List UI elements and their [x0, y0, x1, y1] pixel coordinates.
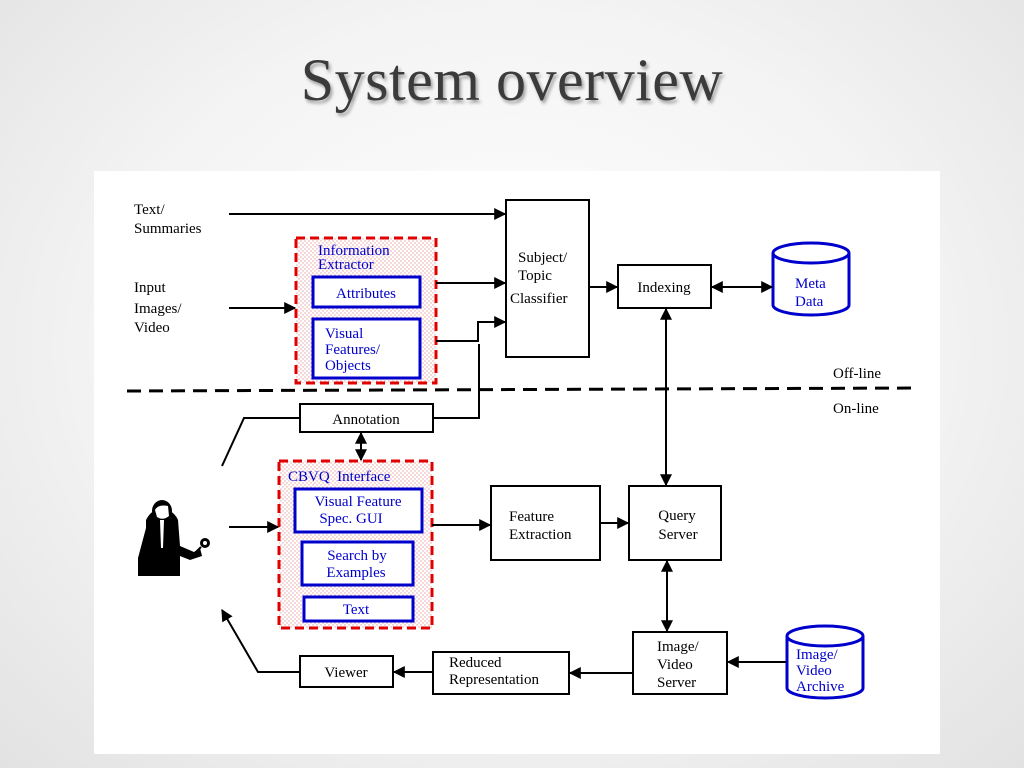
- reduced-representation-box: [432, 651, 570, 695]
- image-video-server-box: [632, 631, 728, 695]
- image-video-archive-cylinder: [785, 624, 865, 700]
- visual-features-line1: Visual: [325, 326, 363, 342]
- text-box: [302, 595, 415, 623]
- offline-label: Off-line: [833, 366, 881, 382]
- diagram-panel: Information Extractor Attributes Visual …: [94, 171, 940, 754]
- offline-online-divider: [126, 386, 916, 393]
- visual-feature-gui-line1: Visual Feature: [315, 494, 402, 510]
- image-video-server-line3: Server: [657, 675, 696, 691]
- visual-feature-gui-line2: Spec. GUI: [319, 511, 382, 527]
- feature-extraction-line2: Extraction: [509, 527, 572, 543]
- query-server-line2: Server: [658, 527, 697, 543]
- online-label: On-line: [833, 401, 879, 417]
- annotation-label: Annotation: [332, 412, 400, 428]
- input-images-line2: Images/: [134, 301, 182, 317]
- image-video-server-line1: Image/: [657, 639, 699, 655]
- classifier-line1: Subject/: [518, 250, 568, 266]
- arrow-viewer-to-user: [221, 608, 300, 673]
- text-summaries-line2: Summaries: [134, 221, 202, 237]
- meta-data-line1: Meta: [795, 276, 826, 292]
- input-images-line1: Input: [134, 280, 166, 296]
- classifier-line3: Classifier: [510, 291, 568, 307]
- line-user-to-annotation: [221, 417, 299, 467]
- attributes-label: Attributes: [336, 286, 396, 302]
- image-video-archive-line3: Archive: [796, 679, 845, 695]
- text-summaries-line1: Text/: [134, 202, 165, 218]
- slide-title: System overview: [300, 47, 724, 113]
- feature-extraction-line1: Feature: [509, 509, 554, 525]
- line-annotation-to-classifier: [433, 344, 480, 419]
- reduced-representation-line2: Representation: [449, 672, 539, 688]
- search-by-examples-line1: Search by: [327, 548, 387, 564]
- meta-data-cylinder: [771, 241, 851, 317]
- arrow-visual-to-classifier: [436, 316, 507, 342]
- information-extractor-title-line2: Extractor: [318, 257, 374, 273]
- image-video-server-line2: Video: [657, 657, 693, 673]
- visual-features-box: [311, 317, 422, 380]
- feature-extraction-box: [490, 485, 601, 561]
- visual-features-line3: Objects: [325, 358, 371, 374]
- search-by-examples-box: [300, 540, 415, 587]
- search-by-examples-line2: Examples: [326, 565, 385, 581]
- connectors: [221, 208, 786, 679]
- viewer-box: [299, 655, 394, 688]
- system-overview-diagram: Information Extractor Attributes Visual …: [126, 199, 916, 700]
- visual-features-line2: Features/: [325, 342, 381, 358]
- text-box-label: Text: [343, 602, 370, 618]
- meta-data-line2: Data: [795, 294, 824, 310]
- classifier-box: [505, 199, 590, 358]
- image-video-archive-line1: Image/: [796, 647, 838, 663]
- input-images-line3: Video: [134, 320, 170, 336]
- query-server-line1: Query: [658, 508, 696, 524]
- reduced-representation-line1: Reduced: [449, 655, 502, 671]
- information-extractor-title-line1: Information: [318, 243, 390, 259]
- cbvq-interface-title: CBVQ Interface: [288, 469, 391, 485]
- classifier-line2: Topic: [518, 268, 552, 284]
- visual-feature-gui-box: [293, 487, 424, 534]
- indexing-label: Indexing: [637, 280, 691, 296]
- viewer-label: Viewer: [324, 665, 367, 681]
- image-video-archive-line2: Video: [796, 663, 832, 679]
- user-figure-icon: [138, 500, 210, 576]
- attributes-box: [311, 275, 422, 309]
